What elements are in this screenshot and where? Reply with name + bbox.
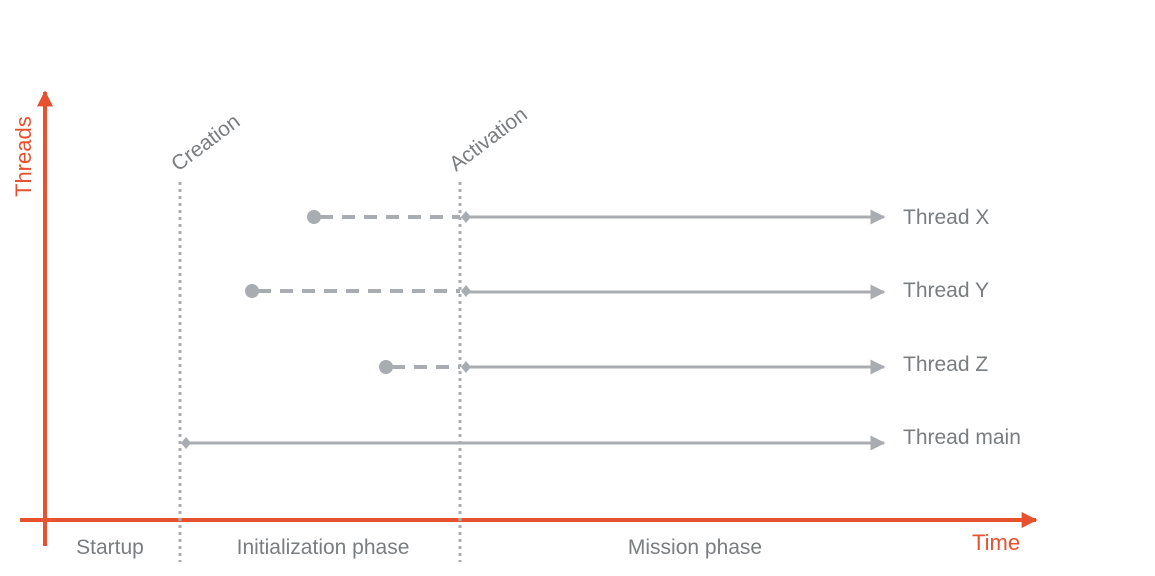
- thread-x-creation-dot: [307, 210, 321, 224]
- phase-markers: Creation Activation: [167, 103, 532, 562]
- creation-marker-label: Creation: [167, 110, 244, 176]
- thread-x-label: Thread X: [903, 206, 989, 229]
- phase-mission-label: Mission phase: [628, 536, 762, 559]
- phase-labels: Startup Initialization phase Mission pha…: [76, 536, 762, 559]
- thread-z-creation-dot: [379, 360, 393, 374]
- thread-main-label: Thread main: [903, 426, 1021, 449]
- phase-startup-label: Startup: [76, 536, 144, 559]
- thread-y-label: Thread Y: [903, 279, 989, 302]
- thread-x: Thread X: [307, 206, 989, 229]
- thread-main: Thread main: [181, 426, 1021, 451]
- thread-z: Thread Z: [379, 353, 988, 376]
- thread-y-creation-dot: [245, 284, 259, 298]
- thread-y: Thread Y: [245, 279, 989, 302]
- thread-z-label: Thread Z: [903, 353, 988, 376]
- phase-initialization-label: Initialization phase: [237, 536, 410, 559]
- activation-marker-label: Activation: [445, 103, 532, 176]
- y-axis-label: Threads: [11, 116, 36, 197]
- x-axis-label: Time: [972, 530, 1020, 555]
- axes: Threads Time: [11, 90, 1038, 555]
